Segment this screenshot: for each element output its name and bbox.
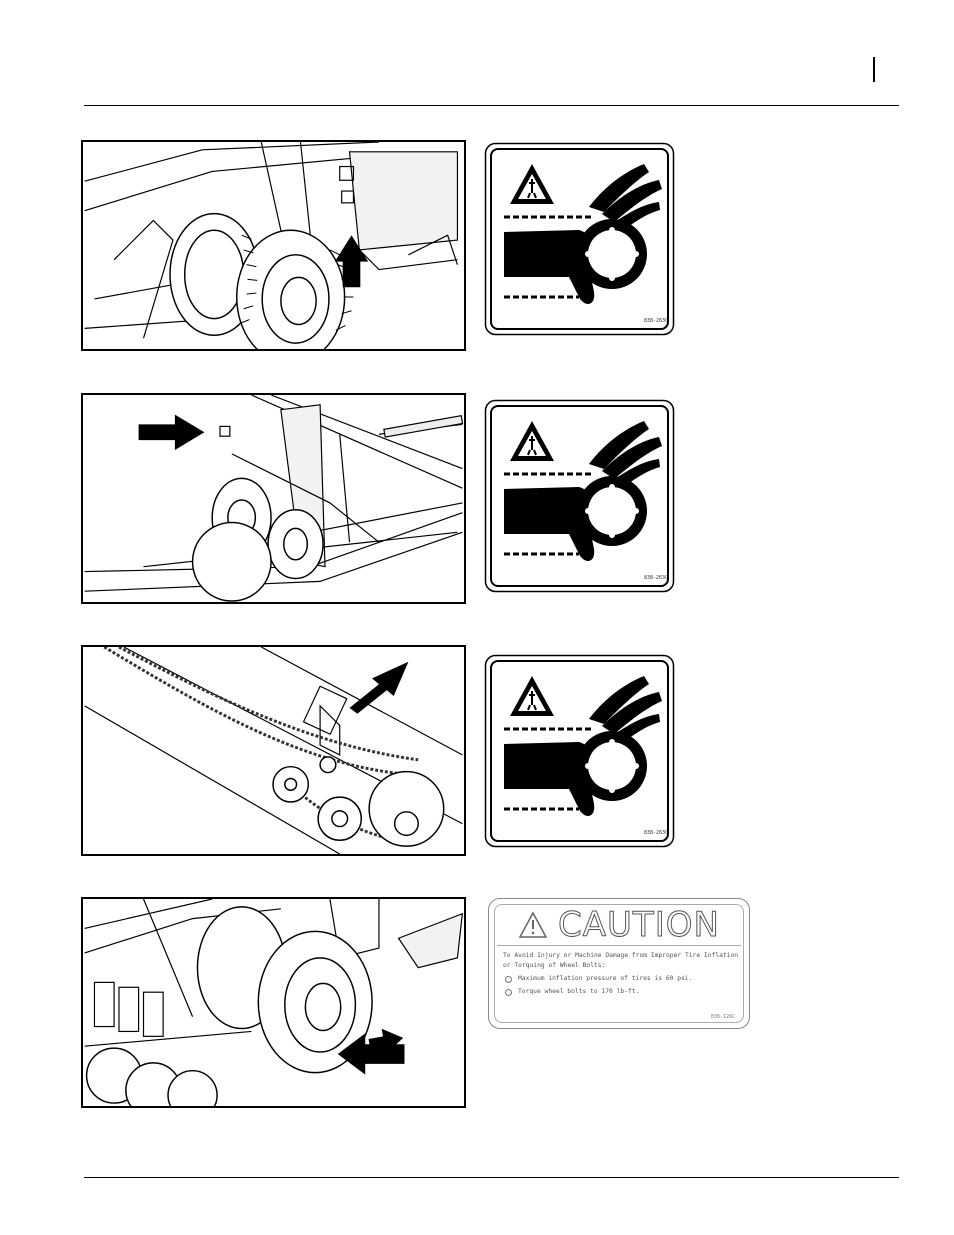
decal-code: 838-263C	[644, 830, 668, 836]
machine-illustration-4	[83, 899, 464, 1106]
arrow-icon	[139, 415, 205, 450]
list-item: Torque wheel bolts to 170 lb-ft.	[503, 987, 739, 997]
list-item: Maximum inflation pressure of tires is 6…	[503, 974, 739, 984]
photo-drive-chain-decal-location	[81, 645, 466, 856]
chain-entanglement-decal: 838-263C	[484, 142, 675, 336]
header-rule	[84, 105, 899, 106]
bullet-icon	[505, 976, 512, 983]
photo-wheel-hopper-decal-location	[81, 140, 466, 351]
bullet-icon	[505, 989, 512, 996]
decal-code: 838-263C	[644, 575, 668, 581]
photo-tire-caution-decal-location	[81, 897, 466, 1108]
machine-illustration-1	[83, 142, 464, 349]
caution-header: CAUTION	[497, 905, 741, 946]
decal-code: 838-126C	[711, 1014, 735, 1020]
arrow-icon	[350, 662, 409, 714]
chain-entanglement-decal: 838-263C	[484, 654, 675, 848]
chain-drive-illustration	[83, 647, 464, 854]
caution-intro: To Avoid Injury or Machine Damage from I…	[503, 951, 739, 971]
caution-title: CAUTION	[558, 905, 720, 945]
photo-frame-decal-location	[81, 393, 466, 604]
header-vertical-bar	[873, 57, 875, 82]
caution-item-text: Maximum inflation pressure of tires is 6…	[518, 974, 692, 984]
decal-code: 838-263C	[644, 318, 668, 324]
chain-entanglement-decal: 838-263C	[484, 399, 675, 593]
caution-item-text: Torque wheel bolts to 170 lb-ft.	[518, 987, 639, 997]
tire-caution-decal: CAUTION To Avoid Injury or Machine Damag…	[488, 898, 750, 1029]
warning-triangle-icon	[518, 911, 548, 939]
footer-rule	[84, 1177, 899, 1178]
machine-illustration-2	[83, 395, 464, 602]
caution-body: To Avoid Injury or Machine Damage from I…	[503, 951, 739, 997]
